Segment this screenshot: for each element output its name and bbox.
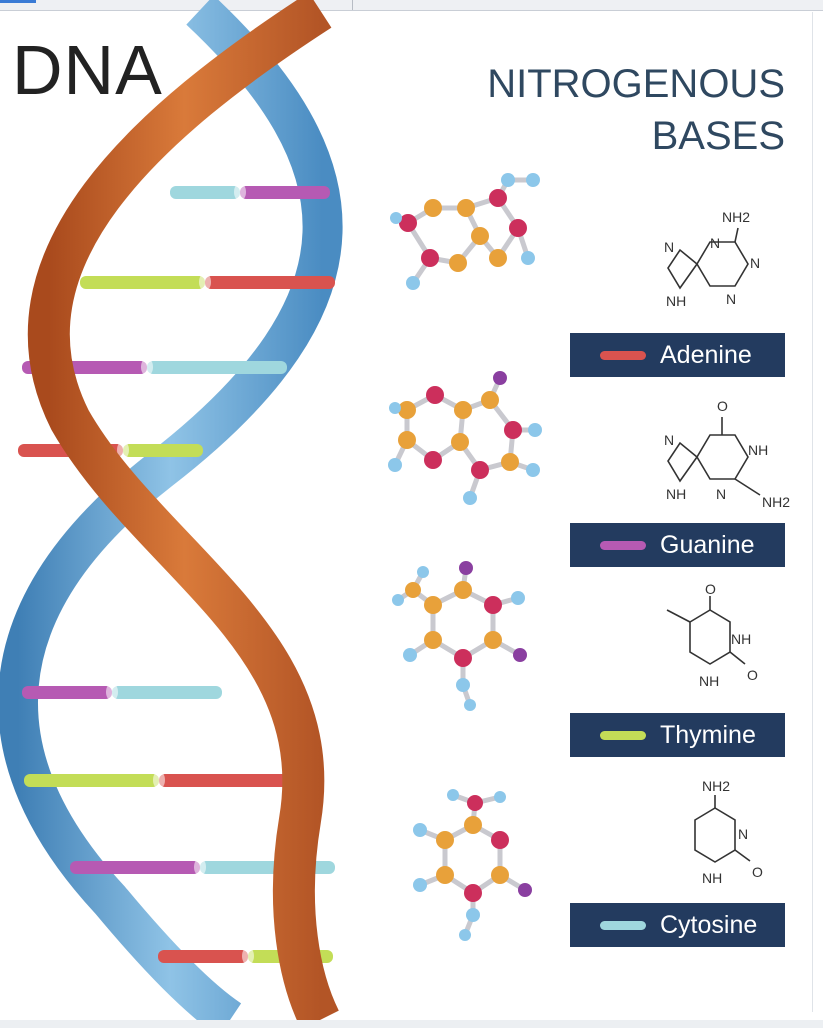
cytosine-atom-nh: NH: [702, 870, 722, 886]
guanine-atom-n1: N: [664, 432, 674, 448]
thymine-atom-nh1: NH: [731, 631, 751, 647]
thymine-label: Thymine: [570, 713, 785, 757]
base-pair-5: [22, 686, 222, 699]
guanine-label-text: Guanine: [660, 530, 755, 559]
thymine-label-text: Thymine: [660, 720, 756, 749]
cytosine-swatch: [600, 920, 646, 930]
guanine-swatch: [600, 540, 646, 550]
window-top-bar: [0, 0, 823, 11]
guanine-atom-o: O: [717, 398, 728, 414]
top-bar-accent: [0, 0, 36, 3]
guanine-molecule: [388, 371, 542, 505]
adenine-label-text: Adenine: [660, 340, 752, 369]
top-bar-divider: [352, 0, 353, 10]
adenine-atom-nh: NH: [666, 293, 686, 309]
base-pair-6: [24, 774, 299, 787]
adenine-atom-nh2: NH2: [722, 209, 750, 225]
guanine-label: Guanine: [570, 523, 785, 567]
guanine-atom-nh2: NH: [666, 486, 686, 502]
guanine-atom-nh1: NH: [748, 442, 768, 458]
guanine-atom-n2: N: [716, 486, 726, 502]
adenine-atom-n2: N: [750, 255, 760, 271]
adenine-molecule: [390, 173, 540, 290]
thymine-atom-nh2: NH: [699, 673, 719, 689]
thymine-molecule: [392, 561, 527, 711]
nitrogenous-bases-heading: NITROGENOUS BASES: [485, 58, 785, 162]
right-edge-line: [812, 12, 813, 1012]
dna-title: DNA: [12, 31, 163, 109]
cytosine-atom-nh2: NH2: [702, 778, 730, 794]
cytosine-molecule: [413, 789, 532, 941]
adenine-atom-n1: N: [664, 239, 674, 255]
dna-helix-illustration: [0, 0, 343, 1020]
cytosine-atom-o: O: [752, 864, 763, 880]
thymine-structure: O NH NH O: [666, 582, 758, 689]
adenine-atom-n4: N: [726, 291, 736, 307]
orange-strand: [27, 0, 339, 1020]
window-bottom-bar: [0, 1020, 823, 1028]
cytosine-atom-n: N: [738, 826, 748, 842]
heading-line-1: NITROGENOUS: [487, 62, 785, 106]
guanine-atom-nh3: NH2: [762, 494, 790, 510]
cytosine-label-text: Cytosine: [660, 910, 758, 939]
thymine-swatch: [600, 730, 646, 740]
adenine-swatch: [600, 350, 646, 360]
adenine-atom-n3: N: [710, 235, 720, 251]
cytosine-label: Cytosine: [570, 903, 785, 947]
heading-line-2: BASES: [651, 114, 785, 158]
thymine-atom-o1: O: [705, 582, 716, 597]
adenine-label: Adenine: [570, 333, 785, 377]
adenine-structure: NH2 N N N NH N: [664, 209, 760, 309]
base-pair-1: [170, 186, 330, 199]
cytosine-structure: NH2 N NH O: [694, 778, 763, 886]
thymine-atom-o2: O: [747, 667, 758, 683]
guanine-structure: O N NH NH N NH2: [664, 398, 790, 510]
base-pair-2: [80, 276, 335, 289]
